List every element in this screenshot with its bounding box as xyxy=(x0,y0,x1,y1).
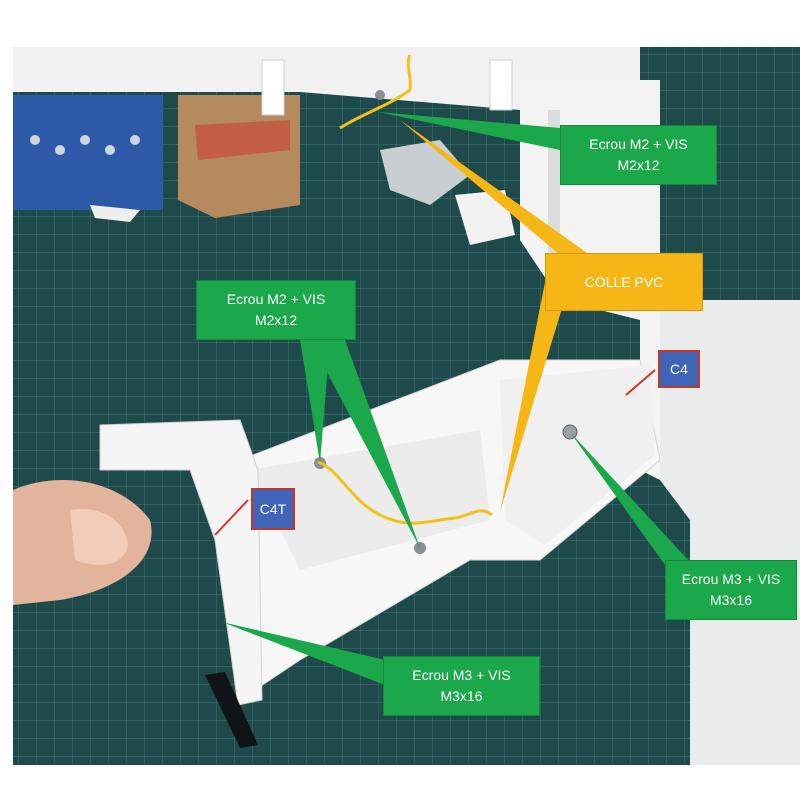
callout-m3-bottom: Ecrou M3 + VIS M3x16 xyxy=(383,656,540,716)
callout-line2: M2x12 xyxy=(254,312,298,328)
callout-line1: COLLE PVC xyxy=(584,273,664,290)
glue-line-base xyxy=(317,460,493,525)
top-plate xyxy=(13,47,640,110)
pointer-bottom xyxy=(222,622,385,685)
tag-c4: C4 xyxy=(658,350,700,388)
callout-line1: Ecrou M2 + VIS xyxy=(589,136,688,152)
callout-m3-right: Ecrou M3 + VIS M3x16 xyxy=(665,560,797,620)
callout-line2: M3x16 xyxy=(440,688,483,704)
callout-line2: M3x16 xyxy=(709,592,753,608)
callout-colle-pvc: COLLE PVC xyxy=(545,253,703,311)
callout-line1: Ecrou M2 + VIS xyxy=(226,291,326,307)
callout-line1: Ecrou M3 + VIS xyxy=(681,571,781,587)
screw-m2-top xyxy=(375,90,385,100)
callout-m2-top-right: Ecrou M2 + VIS M2x12 xyxy=(560,125,717,185)
pointer-middle-left-a xyxy=(300,340,330,463)
callout-line2: M2x12 xyxy=(617,157,660,173)
pointer-top-right xyxy=(378,112,560,150)
pointer-colle-top xyxy=(400,120,590,255)
callout-m2-middle-left: Ecrou M2 + VIS M2x12 xyxy=(196,280,356,340)
tag-c4t: C4T xyxy=(251,488,295,530)
pointer-right xyxy=(570,432,690,600)
callout-line1: Ecrou M3 + VIS xyxy=(412,667,511,683)
pointer-middle-left-b xyxy=(310,340,420,548)
blue-board xyxy=(13,95,163,210)
pointer-colle-base xyxy=(500,282,570,512)
glue-line-top xyxy=(339,54,412,130)
